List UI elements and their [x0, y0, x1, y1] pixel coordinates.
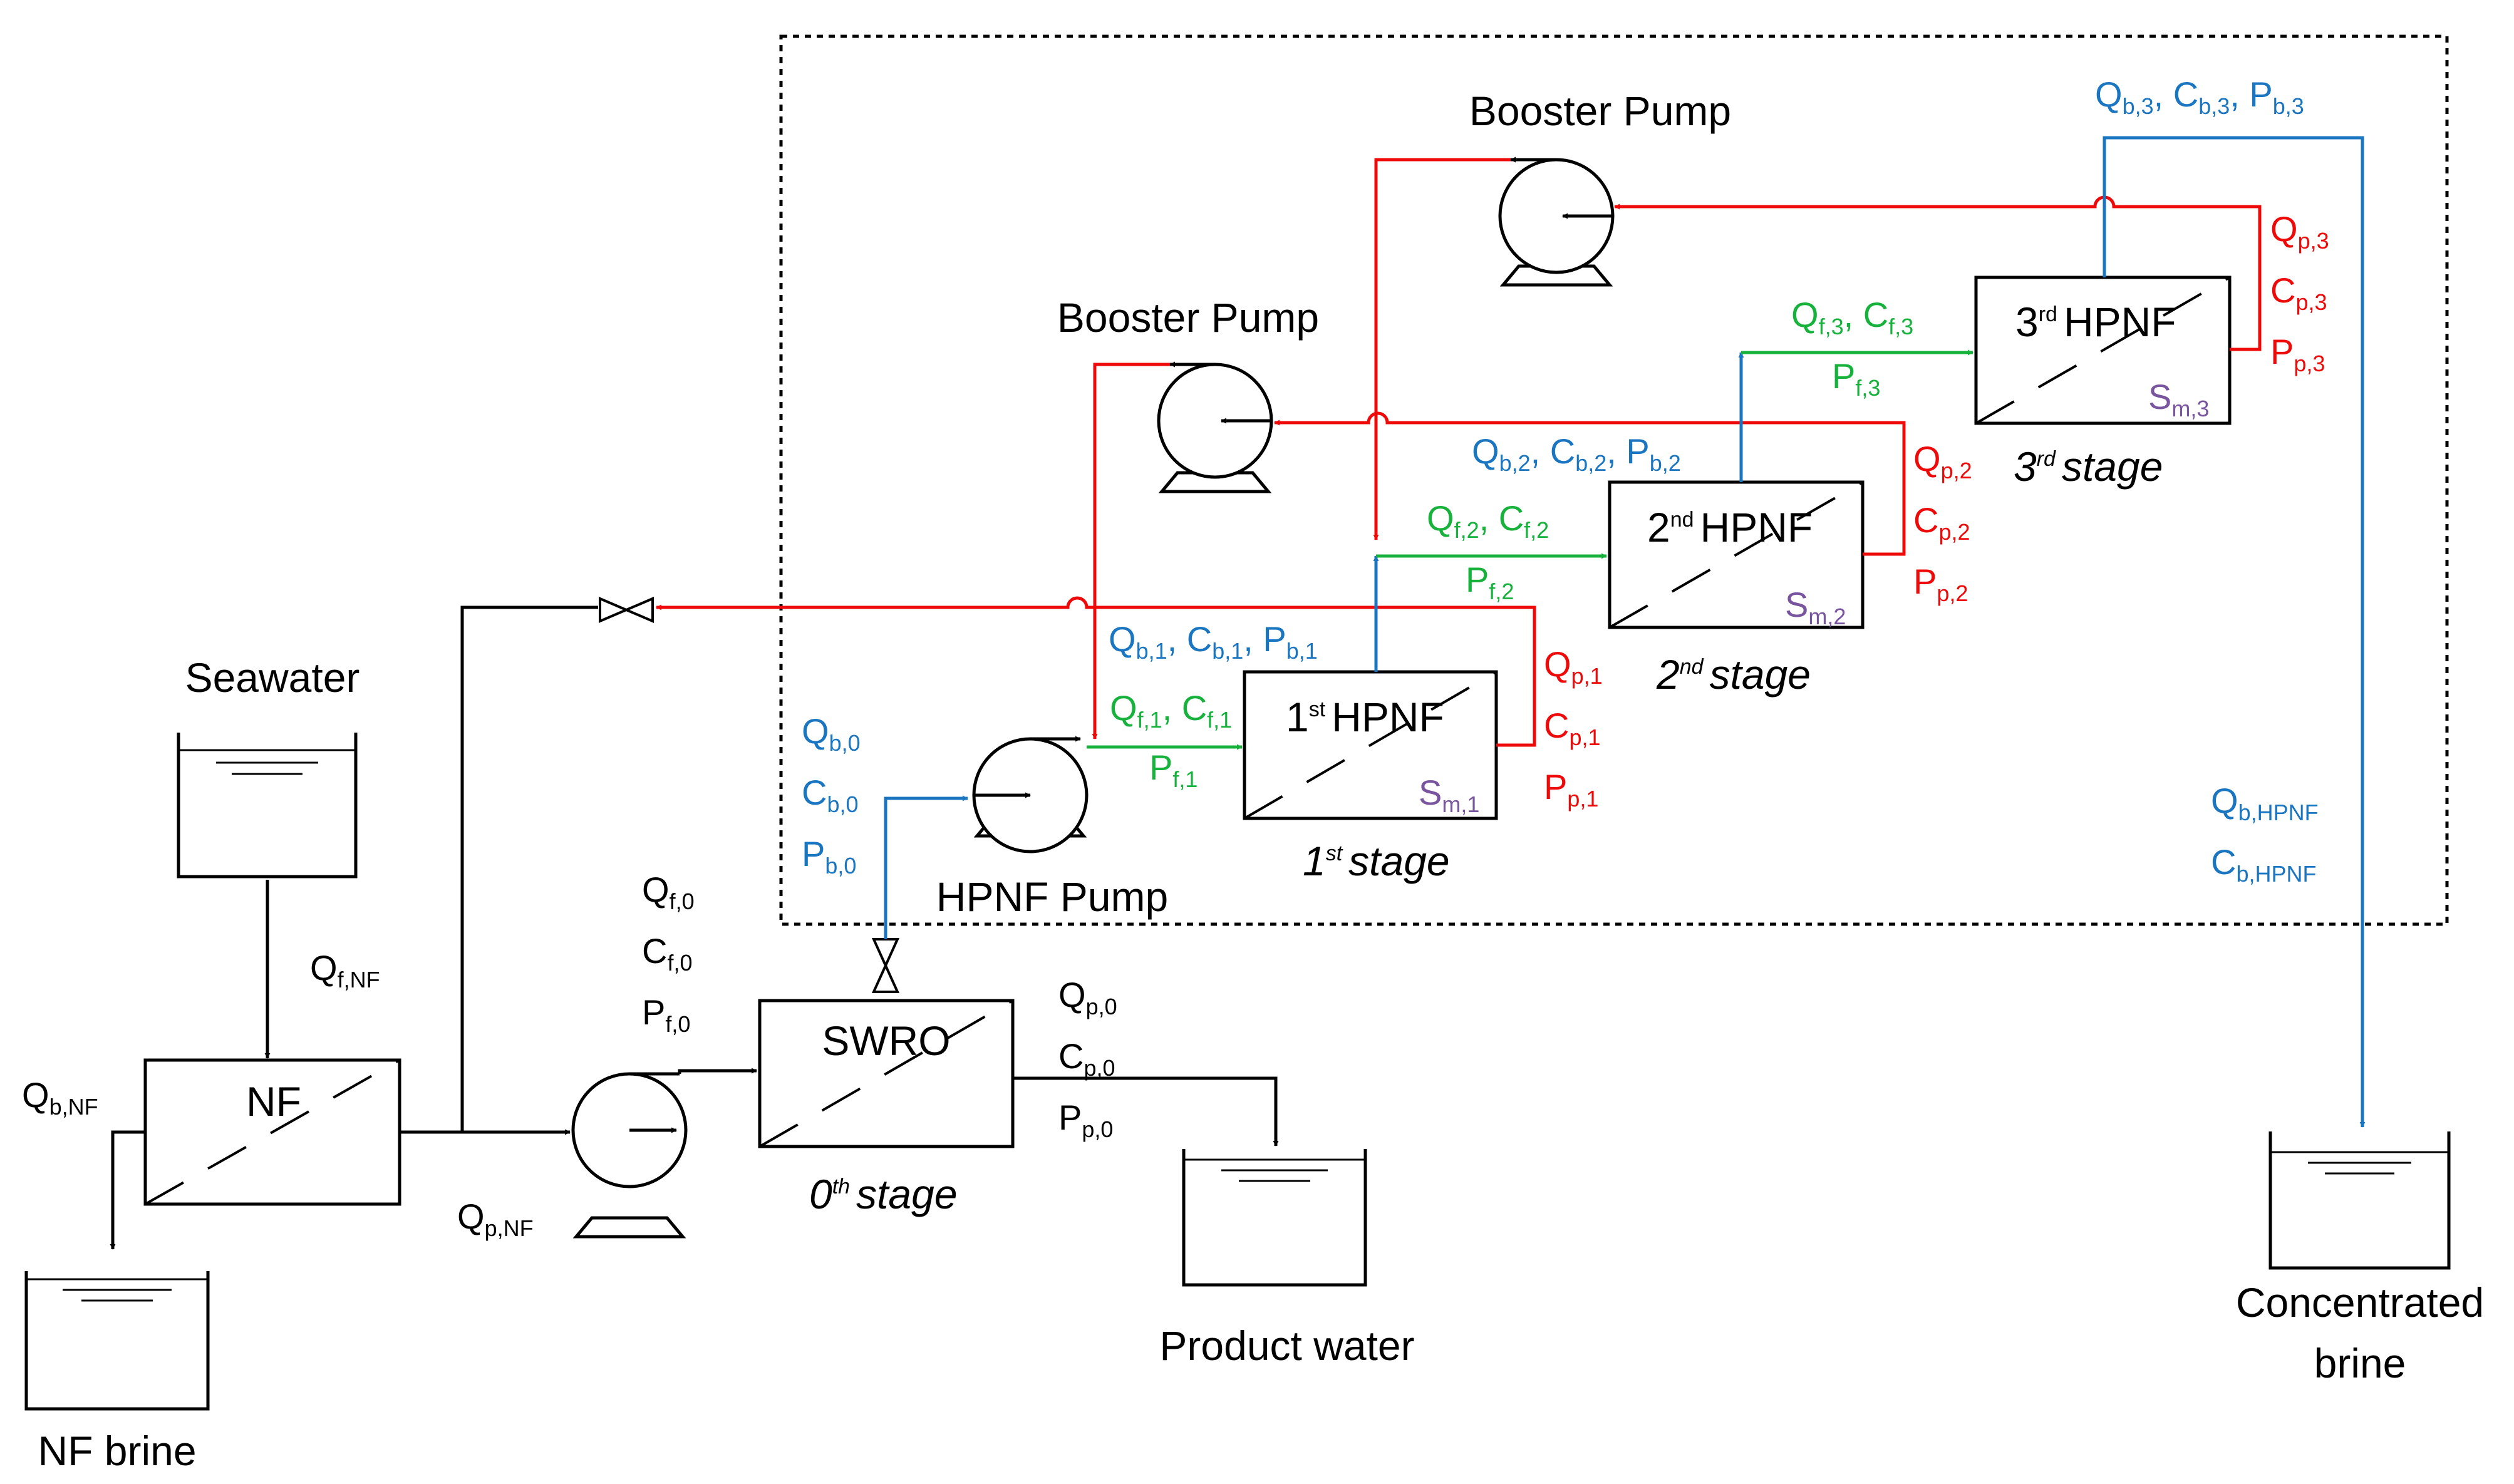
q-f0-label: Qf,0 [642, 870, 695, 914]
p-p2-label: Pp,2 [1913, 562, 1968, 606]
stage2-feed-qc-label: Qf,2, Cf,2 [1427, 498, 1549, 543]
booster-pump-1-label: Booster Pump [1057, 294, 1319, 341]
swro-unit-label: SWRO [822, 1018, 950, 1064]
q-p1-label: Qp,1 [1544, 644, 1603, 689]
membrane-area-2-label: Sm,2 [1785, 585, 1846, 629]
booster-pump-1 [1157, 361, 1273, 493]
recycle-valve [599, 596, 654, 624]
hpnf-boundary [779, 34, 2449, 926]
q-f-nf-label: Qf,NF [310, 948, 380, 992]
stage3-feed-p-label: Pf,3 [1832, 356, 1880, 401]
nf-brine-tank [24, 1271, 210, 1411]
hpnf-pump-label: HPNF Pump [936, 873, 1168, 920]
q-p-nf-label: Qp,NF [457, 1197, 534, 1241]
p-p0-label: Pp,0 [1058, 1098, 1113, 1142]
q-p3-label: Qp,3 [2270, 209, 2329, 254]
product-water-label: Product water [1159, 1322, 1414, 1369]
stage1-feed-qc-label: Qf,1, Cf,1 [1110, 688, 1232, 733]
p-f0-label: Pf,0 [642, 992, 690, 1037]
p-b0-label: Pb,0 [802, 834, 856, 879]
c-b-hpnf-label: Cb,HPNF [2211, 842, 2316, 887]
nf-brine-label: NF brine [38, 1428, 196, 1474]
q-b0-label: Qb,0 [802, 711, 861, 756]
q-p0-label: Qp,0 [1058, 975, 1117, 1019]
black-flow-lines [110, 605, 1279, 1250]
green-flow-lines [1087, 349, 1973, 750]
swro-unit [758, 999, 1015, 1148]
q-p2-label: Qp,2 [1913, 439, 1972, 483]
blue-flow-lines [884, 136, 2366, 1128]
p-p1-label: Pp,1 [1544, 767, 1598, 812]
stage2-feed-p-label: Pf,2 [1466, 560, 1514, 604]
c-p2-label: Cp,2 [1913, 500, 1970, 545]
stage2-brine-label: Qb,2, Cb,2, Pb,2 [1472, 431, 1681, 476]
p-p3-label: Pp,3 [2270, 332, 2325, 376]
c-b0-label: Cb,0 [802, 773, 859, 817]
seawater-tank [177, 733, 358, 879]
c-p0-label: Cp,0 [1058, 1036, 1115, 1081]
hpnf-pump [972, 736, 1089, 853]
membrane-area-1-label: Sm,1 [1419, 773, 1479, 817]
stage3-feed-qc-label: Qf,3, Cf,3 [1791, 295, 1913, 339]
concentrated-brine-tank [2268, 1131, 2451, 1270]
c-f0-label: Cf,0 [642, 931, 692, 976]
hpnf-inlet-valve [871, 938, 900, 993]
feed-pump [571, 1072, 688, 1239]
stage1-feed-p-label: Pf,1 [1149, 748, 1198, 792]
c-p1-label: Cp,1 [1544, 706, 1601, 750]
booster-pump-2 [1498, 157, 1615, 287]
membrane-area-3-label: Sm,3 [2148, 377, 2209, 421]
red-flow-lines [656, 158, 2262, 747]
stage1-brine-label: Qb,1, Cb,1, Pb,1 [1109, 619, 1318, 664]
c-p3-label: Cp,3 [2270, 271, 2327, 315]
q-b-hpnf-label: Qb,HPNF [2211, 781, 2319, 825]
q-b-nf-label: Qb,NF [22, 1075, 98, 1120]
booster-pump-2-label: Booster Pump [1469, 88, 1731, 134]
stage3-brine-label: Qb,3, Cb,3, Pb,3 [2095, 75, 2304, 119]
seawater-label: Seawater [185, 654, 360, 701]
nf-unit-label: NF [246, 1078, 301, 1125]
product-water-tank [1182, 1149, 1367, 1287]
